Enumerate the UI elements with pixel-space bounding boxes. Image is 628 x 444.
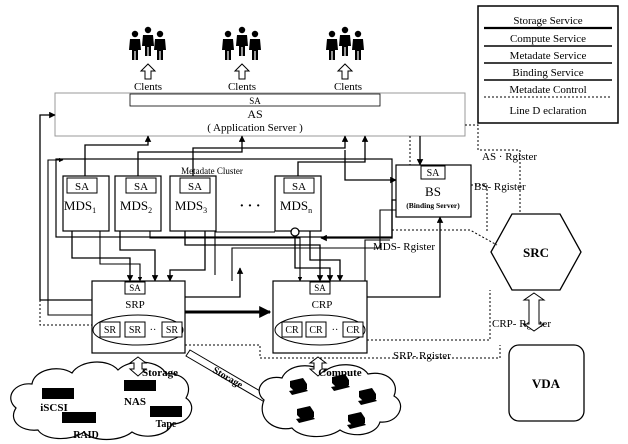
client-arrows — [141, 64, 352, 79]
crp-name: CRP — [312, 299, 333, 311]
mds-n-node: SA MDSn — [275, 176, 321, 231]
cr-label-1: CR — [285, 325, 299, 336]
server-icon — [42, 388, 74, 399]
metadata-cluster-label: Metadate Cluster — [181, 166, 243, 176]
storage-link-label: Storage — [211, 365, 245, 391]
client-group-2 — [222, 27, 261, 60]
nas-label: NAS — [124, 396, 146, 408]
tape-icon — [150, 406, 182, 417]
cr-label-3: CR — [346, 325, 360, 336]
bs-full-name: (Binding Server) — [406, 201, 460, 210]
mds-ellipsis: · · · — [239, 199, 260, 214]
mds-2-sa: SA — [134, 181, 148, 193]
client-group-3 — [326, 27, 364, 60]
mds-1-node: SA MDS1 — [63, 176, 109, 231]
iscsi-label: iSCSI — [40, 402, 68, 414]
raid-label: RAID — [73, 430, 99, 441]
person-icon — [236, 27, 248, 56]
up-arrow-icon — [235, 64, 249, 79]
crp-node: SA CRP CR CR ·· CR — [273, 281, 367, 353]
mds-3-sa: SA — [188, 181, 202, 193]
person-icon — [142, 27, 154, 56]
legend-line-declaration: Line D eclaration — [510, 105, 587, 117]
person-icon — [326, 31, 338, 60]
sr-label-1: SR — [104, 325, 117, 336]
bs-sa: SA — [427, 168, 441, 179]
srp-node: SA SRP SR SR ·· SR — [92, 281, 185, 353]
mds-2-node: SA MDS2 — [115, 176, 161, 231]
mds-register-label: MDS- Rgister — [373, 241, 435, 253]
as-register-label: AS · Rgister — [482, 151, 537, 163]
person-icon — [352, 31, 364, 60]
double-arrow-icon — [524, 293, 544, 331]
srp-name: SRP — [125, 299, 145, 311]
person-icon — [222, 31, 234, 60]
bs-register-label: BS- Rgister — [474, 181, 526, 193]
compute-cloud-label: Compute — [318, 367, 362, 379]
mds-1-name: MDS1 — [64, 198, 96, 215]
person-icon — [154, 31, 166, 60]
client-group-1 — [129, 27, 166, 60]
legend-binding-service: Binding Service — [512, 67, 583, 79]
as-full-name: ( Application Server ) — [207, 122, 303, 134]
bs-name: BS — [425, 184, 441, 199]
legend-metadate-service: Metadate Service — [510, 50, 587, 62]
legend-storage-service: Storage Service — [513, 15, 582, 27]
mds-1-sa: SA — [75, 181, 89, 193]
sr-label-2: SR — [129, 325, 142, 336]
up-arrow-icon — [338, 64, 352, 79]
srp-register-label: SRP- Rgister — [393, 350, 451, 362]
clients-label-2: Clents — [228, 81, 256, 93]
sr-dots: ·· — [150, 325, 157, 336]
legend-metadate-control: Metadate Control — [509, 84, 586, 96]
up-arrow-icon — [141, 64, 155, 79]
legend-compute-service: Compute Service — [510, 33, 586, 45]
person-icon — [249, 31, 261, 60]
mds-2-name: MDS2 — [120, 198, 152, 215]
cr-dots: ·· — [332, 325, 339, 336]
as-name: AS — [247, 107, 262, 121]
tape-label: Tape — [156, 419, 177, 430]
mds-3-node: SA MDS3 — [170, 176, 216, 231]
person-icon — [129, 31, 141, 60]
binding-server-node: SA BS (Binding Server) — [396, 165, 471, 217]
clients-label-3: Clents — [334, 81, 362, 93]
storage-cloud-label: Storage — [142, 367, 178, 379]
mds-n-sa: SA — [292, 181, 306, 193]
mds-n-name: MDSn — [280, 198, 312, 215]
server-icon — [124, 380, 156, 391]
sr-label-3: SR — [166, 325, 179, 336]
junction-icon — [291, 228, 299, 236]
cr-label-2: CR — [309, 325, 323, 336]
mds-3-name: MDS3 — [175, 198, 207, 215]
person-icon — [339, 27, 351, 56]
vda-label: VDA — [532, 376, 561, 391]
storage-link-arrow: Storage — [186, 350, 272, 404]
clients-label-1: Clents — [134, 81, 162, 93]
srp-sa: SA — [129, 283, 141, 293]
src-label: SRC — [523, 245, 549, 260]
legend: Storage Service Compute Service Metadate… — [478, 6, 618, 123]
as-sa-label: SA — [249, 96, 261, 106]
crp-sa: SA — [314, 283, 326, 293]
